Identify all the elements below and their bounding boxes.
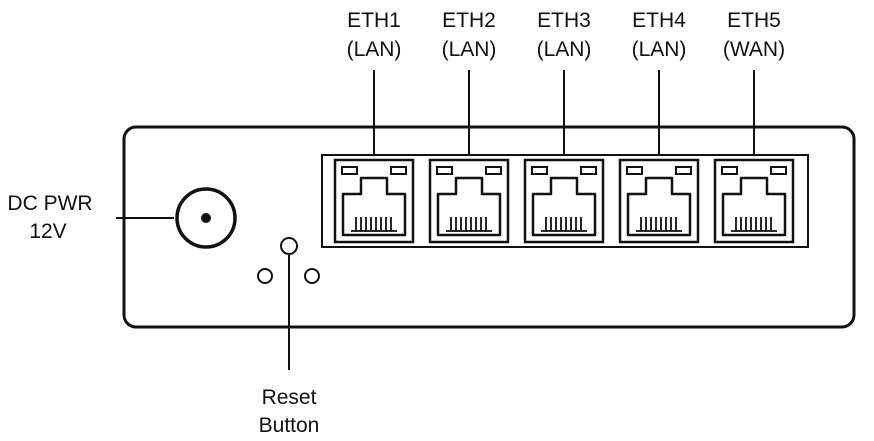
led-hole-left [257,268,273,284]
reset-label-line1: Reset [262,386,317,409]
port-role-label: (WAN) [723,38,785,61]
ethernet-port-4 [618,158,700,244]
port-name-label: ETH5 [727,9,781,32]
port-led-left [626,166,643,175]
reset-label-line2: Button [259,414,320,437]
port-led-right [770,166,787,175]
port-led-right [580,166,597,175]
device-body [122,125,856,329]
ethernet-port-3 [523,158,605,244]
reset-button [280,237,298,255]
ethernet-port-bank [321,154,809,248]
port-role-label: (LAN) [442,38,497,61]
port-role-label: (LAN) [347,38,402,61]
port-name-label: ETH1 [347,9,401,32]
port-led-right [390,166,407,175]
port-led-right [485,166,502,175]
dc-power-jack [175,187,237,249]
dc-power-label-line2: 12V [29,220,66,243]
port-led-left [341,166,358,175]
port-role-label: (LAN) [537,38,592,61]
ethernet-port-2 [428,158,510,244]
port-led-left [531,166,548,175]
port-led-right [675,166,692,175]
port-name-label: ETH2 [442,9,496,32]
ethernet-port-1 [333,158,415,244]
port-name-label: ETH3 [537,9,591,32]
port-name-label: ETH4 [632,9,686,32]
port-led-left [721,166,738,175]
dc-power-label-line1: DC PWR [7,192,92,215]
ethernet-port-5 [713,158,795,244]
port-role-label: (LAN) [632,38,687,61]
port-led-left [436,166,453,175]
led-hole-right [304,268,320,284]
